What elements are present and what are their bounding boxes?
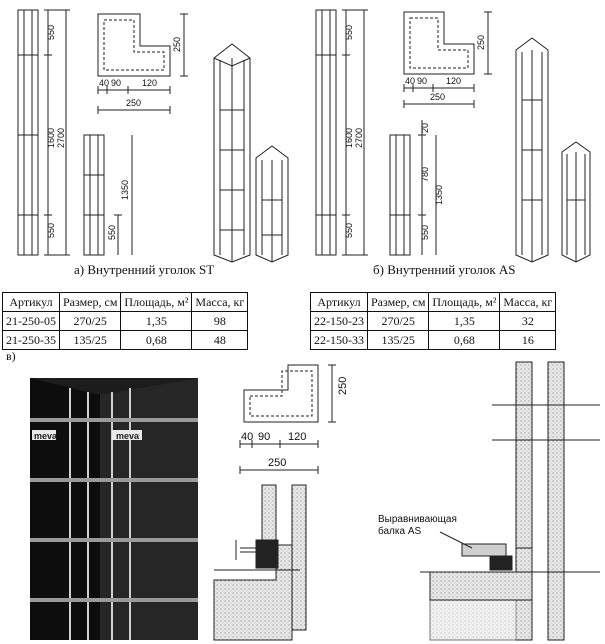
table-header-cell: Площадь, м² bbox=[428, 292, 501, 312]
dim-b-plan-w2: 90 bbox=[417, 76, 427, 86]
dim-c-plan-w2: 90 bbox=[258, 431, 270, 443]
table-cell: 22-150-33 bbox=[310, 330, 368, 350]
dim-a-mid: 1600 bbox=[46, 128, 56, 148]
photo-brand-right: meva bbox=[116, 431, 140, 441]
dim-b-bottom: 550 bbox=[344, 223, 354, 238]
table-header-cell: Размер, см bbox=[58, 292, 122, 312]
dim-c-plan-h: 250 bbox=[337, 377, 349, 395]
table-cell: 1,35 bbox=[428, 311, 501, 331]
dim-a-total: 2700 bbox=[56, 128, 66, 148]
section-c-plan bbox=[239, 364, 336, 474]
photo-brand-left: meva bbox=[34, 431, 58, 441]
dim-b-plan-total: 250 bbox=[430, 92, 445, 102]
table-cell: 1,35 bbox=[120, 311, 193, 331]
table-header-cell: Масса, кг bbox=[499, 292, 557, 312]
section-c-detail-right bbox=[420, 361, 600, 641]
table-header-cell: Артикул bbox=[310, 292, 368, 312]
table-header-row: Артикул Размер, см Площадь, м² Масса, кг bbox=[2, 292, 249, 312]
table-cell: 16 bbox=[499, 330, 557, 350]
table-row: 21-250-05 270/25 1,35 98 bbox=[2, 311, 249, 331]
table-cell: 135/25 bbox=[366, 330, 430, 350]
table-header-cell: Размер, см bbox=[366, 292, 430, 312]
table-cell: 0,68 bbox=[120, 330, 193, 350]
table-row: 22-150-33 135/25 0,68 16 bbox=[310, 330, 557, 350]
tall-panel-elevation bbox=[17, 9, 39, 256]
dim-b-plan-h: 250 bbox=[476, 35, 486, 50]
dim-b-top: 550 bbox=[344, 25, 354, 40]
dim-b-short-total: 1350 bbox=[434, 185, 444, 205]
table-cell: 0,68 bbox=[428, 330, 501, 350]
short-panel-elevation-b bbox=[389, 134, 411, 256]
beam-label-line2: балка AS bbox=[378, 525, 421, 537]
dim-a-plan-w1: 40 bbox=[99, 78, 109, 88]
table-header-cell: Площадь, м² bbox=[120, 292, 193, 312]
dim-b-total: 2700 bbox=[354, 128, 364, 148]
dim-a-top: 550 bbox=[46, 25, 56, 40]
table-header-cell: Артикул bbox=[2, 292, 60, 312]
spec-table-a: Артикул Размер, см Площадь, м² Масса, кг… bbox=[2, 292, 249, 350]
table-cell: 32 bbox=[499, 311, 557, 331]
spec-table-b: Артикул Размер, см Площадь, м² Масса, кг… bbox=[310, 292, 557, 350]
section-c-detail-middle bbox=[213, 484, 307, 641]
dim-b-plan-w3: 120 bbox=[446, 76, 461, 86]
dim-a-plan-h: 250 bbox=[172, 37, 182, 52]
dim-b-mid: 1600 bbox=[344, 128, 354, 148]
caption-section-b: б) Внутренний уголок AS bbox=[373, 262, 516, 277]
section-a-drawings bbox=[17, 9, 289, 263]
caption-section-a: а) Внутренний уголок ST bbox=[74, 262, 215, 277]
table-cell: 270/25 bbox=[366, 311, 430, 331]
beam-label-line1: Выравнивающая bbox=[378, 514, 457, 525]
table-cell: 21-250-35 bbox=[2, 330, 60, 350]
tall-panel-elevation-b bbox=[315, 9, 337, 256]
dim-c-plan-w1: 40 bbox=[241, 431, 253, 443]
table-cell: 22-150-23 bbox=[310, 311, 368, 331]
dim-a-short-bottom: 550 bbox=[107, 225, 117, 240]
table-cell: 98 bbox=[191, 311, 249, 331]
table-cell: 48 bbox=[191, 330, 249, 350]
formwork-photo: meva meva bbox=[30, 378, 198, 640]
table-header-cell: Масса, кг bbox=[191, 292, 249, 312]
dim-a-plan-w3: 120 bbox=[142, 78, 157, 88]
dim-b-short-top: 20 bbox=[420, 123, 430, 133]
dim-a-short-total: 1350 bbox=[120, 180, 130, 200]
section-c-label: в) bbox=[6, 349, 16, 363]
table-cell: 21-250-05 bbox=[2, 311, 60, 331]
dim-b-short-mid: 780 bbox=[420, 167, 430, 182]
table-row: 21-250-35 135/25 0,68 48 bbox=[2, 330, 249, 350]
table-cell: 270/25 bbox=[58, 311, 122, 331]
dim-c-plan-w3: 120 bbox=[288, 431, 306, 443]
table-cell: 135/25 bbox=[58, 330, 122, 350]
section-b-drawings bbox=[315, 9, 591, 263]
table-header-row: Артикул Размер, см Площадь, м² Масса, кг bbox=[310, 292, 557, 312]
table-row: 22-150-23 270/25 1,35 32 bbox=[310, 311, 557, 331]
dim-b-plan-w1: 40 bbox=[405, 76, 415, 86]
dim-c-plan-total: 250 bbox=[268, 457, 286, 469]
short-panel-elevation bbox=[83, 134, 105, 256]
dim-a-plan-w2: 90 bbox=[111, 78, 121, 88]
dim-a-bottom: 550 bbox=[46, 223, 56, 238]
dim-a-plan-total: 250 bbox=[126, 98, 141, 108]
dim-b-short-bottom: 550 bbox=[420, 225, 430, 240]
